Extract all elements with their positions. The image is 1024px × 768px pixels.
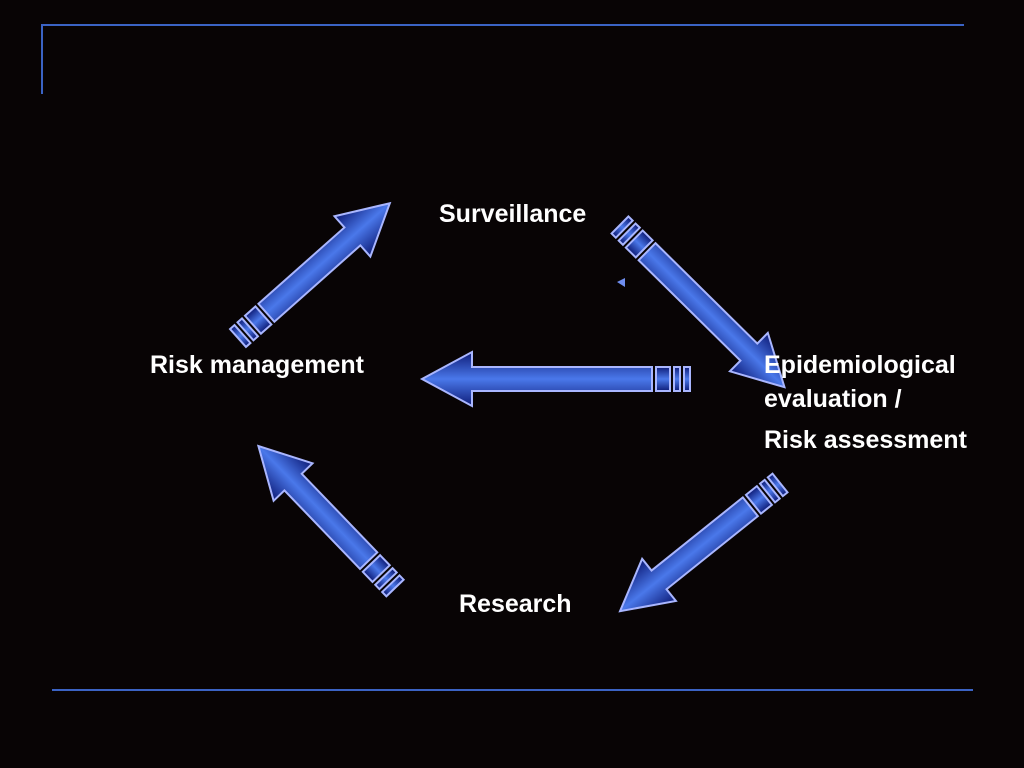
arrow-tail-stripe bbox=[744, 484, 774, 516]
arrow-body bbox=[618, 495, 760, 613]
top-rule bbox=[42, 24, 964, 26]
arrow-tail-stripe bbox=[624, 229, 655, 259]
arrow-tail-stripe bbox=[655, 366, 671, 392]
arrow-body bbox=[257, 201, 392, 324]
node-surveillance: Surveillance bbox=[439, 200, 587, 228]
arrow-surveillance-to-evaluation bbox=[610, 215, 786, 389]
arrow-tail-stripe bbox=[683, 366, 691, 392]
arrow-tail-stripe bbox=[243, 305, 273, 336]
arrow-tail-stripe bbox=[236, 316, 260, 342]
arrow-tail-stripe bbox=[617, 222, 642, 247]
bottom-rule bbox=[52, 689, 973, 691]
node-research: Research bbox=[459, 590, 572, 618]
left-rule bbox=[41, 24, 43, 94]
arrow-body bbox=[256, 444, 379, 571]
arrow-tail-stripe bbox=[228, 323, 252, 349]
arrow-body bbox=[637, 241, 786, 389]
arrow-tail-stripe bbox=[766, 472, 789, 498]
arrow-tail-stripe bbox=[610, 215, 635, 240]
arrow-tail-stripe bbox=[673, 366, 681, 392]
arrow-evaluation-to-risk-management bbox=[419, 350, 691, 408]
arrow-tail-stripe bbox=[361, 553, 392, 584]
arrow-body bbox=[419, 350, 653, 408]
arrow-risk-management-to-surveillance bbox=[228, 201, 392, 349]
arrow-tail-stripe bbox=[380, 573, 406, 598]
small-marker bbox=[617, 278, 625, 287]
node-epidemiological-line2: evaluation / bbox=[764, 385, 902, 413]
arrow-tail-stripe bbox=[373, 566, 399, 591]
node-risk-management: Risk management bbox=[150, 351, 364, 379]
arrow-tail-stripe bbox=[758, 478, 782, 504]
node-epidemiological-line1: Epidemiological bbox=[764, 351, 956, 379]
node-risk-assessment: Risk assessment bbox=[764, 426, 967, 454]
arrow-research-to-risk-management bbox=[256, 444, 406, 598]
arrow-evaluation-to-research bbox=[618, 472, 789, 613]
